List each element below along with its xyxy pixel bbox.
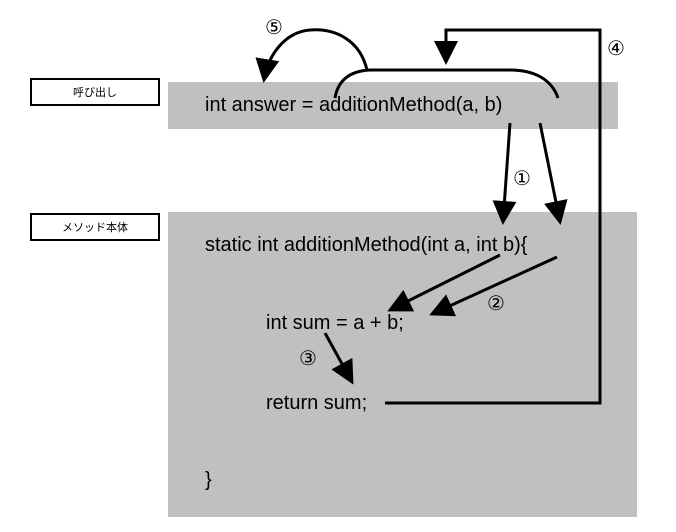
step-3-number: ③ bbox=[299, 346, 317, 370]
step3-arrow bbox=[323, 332, 354, 385]
step1-arrow-a bbox=[492, 122, 517, 225]
closing-brace: } bbox=[205, 469, 212, 491]
signature-line: static int additionMethod(int a, int b){ bbox=[205, 234, 528, 256]
step2-arrow-a bbox=[387, 253, 501, 312]
step4-arrow bbox=[385, 28, 602, 405]
method-body-label: メソッド本体 bbox=[30, 213, 160, 241]
step-4-number: ④ bbox=[607, 36, 625, 60]
method-body-code-block bbox=[168, 212, 637, 517]
step5-arrow bbox=[255, 28, 369, 83]
return-line: return sum; bbox=[266, 392, 368, 414]
sum-line: int sum = a + b; bbox=[266, 312, 404, 334]
step1-arrow-b bbox=[538, 122, 568, 225]
call-label: 呼び出し bbox=[30, 78, 160, 106]
step-2-number: ② bbox=[487, 291, 505, 315]
method-body-label-text: メソッド本体 bbox=[62, 222, 128, 234]
call-label-text: 呼び出し bbox=[73, 87, 117, 99]
call-code-block bbox=[168, 82, 618, 129]
step-5-number: ⑤ bbox=[265, 15, 283, 39]
step2-arrow-b bbox=[429, 255, 558, 317]
method-call-bracket bbox=[333, 68, 560, 99]
call-line: int answer = additionMethod(a, b) bbox=[205, 94, 503, 116]
step-1-number: ① bbox=[513, 166, 531, 190]
